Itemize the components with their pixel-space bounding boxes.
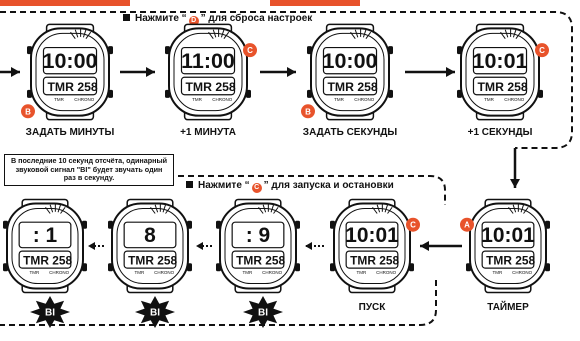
mode-label-chrono: CHRONO	[154, 270, 174, 275]
bullet-square-icon	[123, 14, 130, 21]
flow-arrow-4	[420, 241, 462, 251]
timer-sub-display: TMR 258	[185, 80, 235, 94]
timer-display-text: : 9	[246, 224, 270, 247]
flow-arrow-down	[510, 148, 520, 188]
top-instruction-suffix: ” для сброса настроек	[200, 13, 313, 24]
flow-arrow-6	[196, 242, 212, 250]
beep-note: В последние 10 секунд отсчёта, одинарный…	[4, 154, 174, 186]
flow-arrow-5	[305, 242, 324, 250]
step-label-set-seconds: ЗАДАТЬ СЕКУНДЫ	[302, 127, 398, 138]
button-letter: C	[539, 46, 545, 55]
timer-sub-display: TMR 258	[477, 80, 527, 94]
top-accent-bar-right	[270, 0, 360, 6]
timer-display-text: 11:00	[181, 49, 235, 73]
beep-burst-icon: BI	[243, 296, 283, 328]
mode-label-chrono: CHRONO	[504, 97, 524, 102]
timer-display-text: 10:00	[43, 49, 98, 73]
step-label-plus-minute: +1 МИНУТА	[180, 127, 236, 138]
button-d-icon: D	[188, 16, 199, 26]
flow-arrow-7	[88, 242, 104, 250]
pressed-button-c-icon	[535, 43, 549, 58]
mode-label-tmr: TMR	[484, 97, 494, 102]
timer-sub-display: TMR 258	[128, 254, 177, 268]
timer-display-text: 10:01	[473, 49, 528, 73]
bullet-square-icon	[186, 181, 193, 188]
beep-text: BI	[150, 308, 160, 319]
button-letter: B	[305, 107, 311, 116]
mode-label-tmr: TMR	[492, 270, 502, 275]
beep-text: BI	[45, 308, 55, 319]
pressed-button-c-icon	[243, 43, 257, 58]
mode-label-chrono: CHRONO	[376, 270, 396, 275]
button-c-icon: C	[251, 183, 262, 193]
flow-arrow-3	[405, 67, 455, 77]
pressed-button-b-icon	[21, 104, 35, 119]
mode-label-tmr: TMR	[356, 270, 366, 275]
top-instruction: Нажмите “D” для сброса настроек	[123, 13, 312, 26]
timer-display-text: : 1	[33, 224, 58, 247]
beep-text: BI	[258, 308, 268, 319]
timer-display-text: 10:00	[323, 49, 378, 73]
step-label-set-minutes: ЗАДАТЬ МИНУТЫ	[25, 127, 115, 138]
mode-label-tmr: TMR	[54, 97, 64, 102]
timer-sub-display: TMR 258	[47, 80, 97, 94]
step-label-timer: ТАЙМЕР	[487, 302, 529, 313]
flow-arrow-in	[0, 67, 20, 77]
beep-burst-icon: BI	[135, 296, 175, 328]
button-letter: C	[247, 46, 253, 55]
timer-sub-display: TMR 258	[327, 80, 377, 94]
flow-arrow-1	[120, 67, 155, 77]
mode-label-chrono: CHRONO	[354, 97, 374, 102]
mode-label-chrono: CHRONO	[262, 270, 282, 275]
top-accent-bar-left	[0, 0, 130, 6]
button-letter: A	[464, 221, 470, 230]
mode-label-tmr: TMR	[134, 270, 144, 275]
timer-sub-display: TMR 258	[236, 254, 285, 268]
button-letter: B	[25, 107, 31, 116]
mode-label-tmr: TMR	[334, 97, 344, 102]
step-label-start: ПУСК	[358, 302, 386, 313]
timer-sub-display: TMR 258	[23, 254, 72, 268]
step-label-plus-second: +1 СЕКУНДЫ	[467, 127, 533, 138]
timer-display-text: 8	[144, 224, 156, 247]
mode-label-tmr: TMR	[192, 97, 202, 102]
beep-burst-icon: BI	[30, 296, 70, 328]
bottom-instruction-suffix: ” для запуска и остановки	[263, 180, 394, 191]
mode-label-tmr: TMR	[242, 270, 252, 275]
bottom-instruction-prefix: Нажмите “	[198, 180, 250, 191]
mode-label-chrono: CHRONO	[212, 97, 232, 102]
pressed-button-a-icon	[460, 217, 474, 232]
pressed-button-b-icon	[301, 104, 315, 119]
timer-display-text: 10:01	[481, 224, 535, 247]
top-instruction-prefix: Нажмите “	[135, 13, 187, 24]
timer-sub-display: TMR 258	[350, 254, 399, 268]
timer-sub-display: TMR 258	[486, 254, 535, 268]
button-letter: C	[410, 221, 416, 230]
mode-label-chrono: CHRONO	[49, 270, 69, 275]
pressed-button-c-icon	[406, 217, 420, 232]
flow-arrow-2	[260, 67, 296, 77]
bottom-instruction: Нажмите “C” для запуска и остановки	[186, 180, 394, 193]
mode-label-chrono: CHRONO	[74, 97, 94, 102]
mode-label-tmr: TMR	[29, 270, 39, 275]
timer-display-text: 10:01	[345, 224, 399, 247]
mode-label-chrono: CHRONO	[512, 270, 532, 275]
